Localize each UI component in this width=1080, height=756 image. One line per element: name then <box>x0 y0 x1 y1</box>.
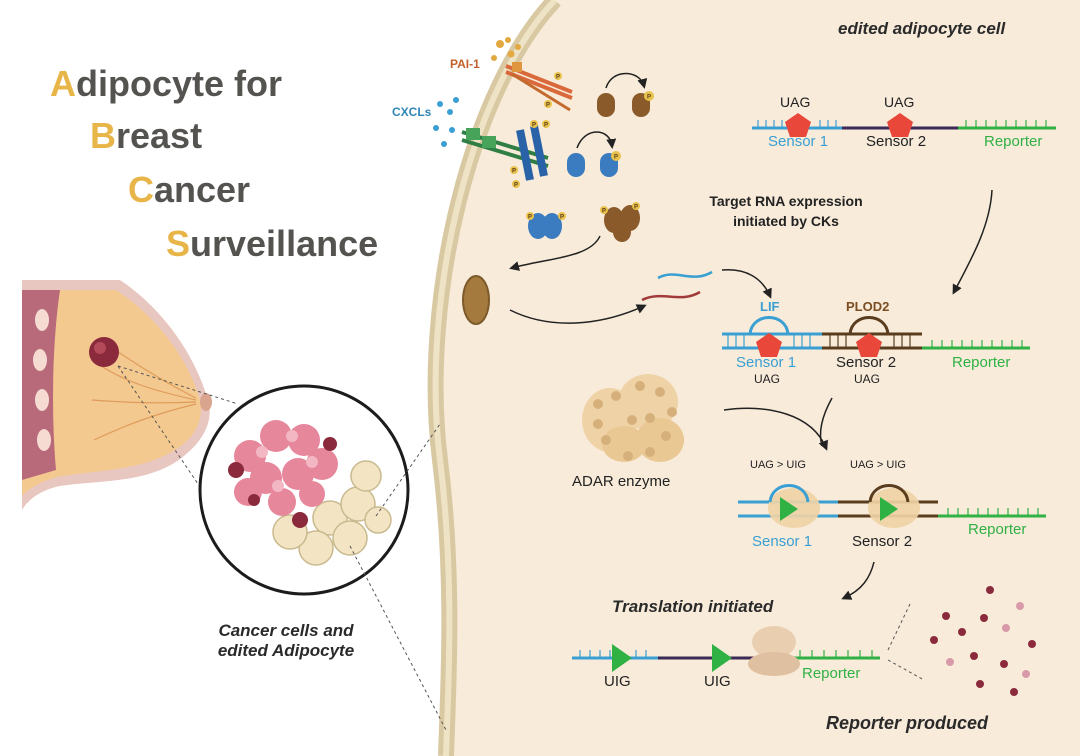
phospho-label-10: P <box>514 183 518 189</box>
arrow-rna-to-sensor <box>721 269 772 299</box>
phospho-label-5: P <box>602 209 606 215</box>
uig-marker-4 <box>712 644 732 672</box>
mid-lif-label: LIF <box>760 299 780 314</box>
cxcl-ligands <box>433 97 459 147</box>
target-rna-text-line-1: Target RNA expression <box>709 193 863 209</box>
title-capital-2: B <box>90 115 116 156</box>
zoom-line-1 <box>117 365 239 405</box>
adar-enzyme-graphic <box>582 374 684 462</box>
mid-sensor2-label: Sensor 2 <box>836 354 897 371</box>
left-caption-line-2: edited Adipocyte <box>217 641 355 660</box>
mid-plod2-label: PLOD2 <box>846 299 890 314</box>
target-rna <box>641 270 713 302</box>
arrow-nucleus-to-rna <box>509 304 647 324</box>
adar-label: ADAR enzyme <box>572 473 671 490</box>
title-capital-3: C <box>128 169 154 210</box>
pai1-ligands <box>491 37 521 61</box>
phospho-label-7: P <box>546 103 550 109</box>
reporter-product-pointer-lines <box>887 603 925 681</box>
top-reporter-label: Reporter <box>984 133 1043 150</box>
signal-protein-brown-1 <box>597 72 654 117</box>
edit-label-1: UAG > UIG <box>750 459 806 471</box>
title-rest-3: ancer <box>154 169 251 210</box>
mid-sensor1-label: Sensor 1 <box>736 354 797 371</box>
construct-edit <box>738 484 1046 528</box>
breast-illustration <box>22 280 212 510</box>
top-sensor1-label: Sensor 1 <box>768 133 829 150</box>
phospho-label-6: P <box>634 205 638 211</box>
zoom-circle <box>198 384 410 596</box>
final-reporter-label: Reporter <box>802 665 861 682</box>
pai1-label: PAI-1 <box>450 57 480 71</box>
uig-marker-1 <box>780 497 798 521</box>
mid-reporter-label: Reporter <box>952 354 1011 371</box>
phospho-label-12: P <box>544 123 548 129</box>
title-rest-2: reast <box>116 115 203 156</box>
phospho-label-1: P <box>647 95 651 101</box>
signal-dimer-blue <box>526 212 566 239</box>
mid-uag-label-2: UAG <box>854 372 881 386</box>
title-rest-1: dipocyte for <box>76 63 283 104</box>
mid-uag-label-1: UAG <box>754 372 781 386</box>
pai1-receptor <box>505 62 573 112</box>
edit-sensor1-label: Sensor 1 <box>752 533 813 550</box>
arrow-top-to-mid <box>952 189 993 295</box>
top-sensor2-label: Sensor 2 <box>866 133 927 150</box>
cxcl-receptor <box>461 120 550 188</box>
zoom-line-3 <box>375 423 441 517</box>
stop-codon-marker-2 <box>887 113 913 137</box>
title-capital-4: S <box>166 223 191 264</box>
translation-label: Translation initiated <box>612 597 774 616</box>
title-rest-4: urveillance <box>190 223 379 264</box>
construct-top <box>752 113 1056 137</box>
title-capital-1: A <box>50 63 76 104</box>
edit-label-2: UAG > UIG <box>850 459 906 471</box>
phospho-label-4: P <box>560 215 564 221</box>
edit-sensor2-label: Sensor 2 <box>852 533 913 550</box>
arrow-signal-to-nucleus <box>509 235 601 271</box>
phospho-label-2: P <box>614 155 618 161</box>
edit-reporter-label: Reporter <box>968 521 1027 538</box>
final-uig-label-1: UIG <box>604 673 631 690</box>
title-line-3: Cancer <box>128 172 250 208</box>
arrow-edit-to-translation <box>841 561 875 600</box>
title-line-2: Breast <box>90 118 202 154</box>
construct-final <box>572 626 880 676</box>
signal-dimer-brown <box>600 202 640 242</box>
ribosome-graphic <box>752 626 796 658</box>
target-rna-text-line-2: initiated by CKs <box>733 213 839 229</box>
phospho-label-11: P <box>532 123 536 129</box>
cell-cytoplasm <box>435 0 1080 756</box>
left-caption-line-1: Cancer cells and <box>218 621 354 640</box>
phospho-label-9: P <box>512 169 516 175</box>
cxcl-label: CXCLs <box>392 105 432 119</box>
phospho-label-8: P <box>556 75 560 81</box>
stop-codon-marker-4 <box>856 333 882 357</box>
arrow-mid-to-edit <box>819 397 833 447</box>
adipocyte-nucleus <box>462 275 490 325</box>
stop-codon-marker-1 <box>785 113 811 137</box>
title-line-4: Surveillance <box>166 226 378 262</box>
top-uag-label-2: UAG <box>884 94 915 110</box>
construct-mid <box>722 316 1030 357</box>
signal-protein-blue-1 <box>567 131 621 177</box>
top-uag-label-1: UAG <box>780 94 811 110</box>
zoom-line-4 <box>349 545 447 731</box>
uig-marker-2 <box>880 497 898 521</box>
phospho-label-3: P <box>528 215 532 221</box>
stop-codon-marker-3 <box>756 333 782 357</box>
uig-marker-3 <box>612 644 632 672</box>
reporter-product-dots <box>930 586 1036 696</box>
title-line-1: Adipocyte for <box>50 66 282 102</box>
reporter-produced-label: Reporter produced <box>826 713 989 733</box>
cell-header: edited adipocyte cell <box>838 19 1006 38</box>
final-uig-label-2: UIG <box>704 673 731 690</box>
